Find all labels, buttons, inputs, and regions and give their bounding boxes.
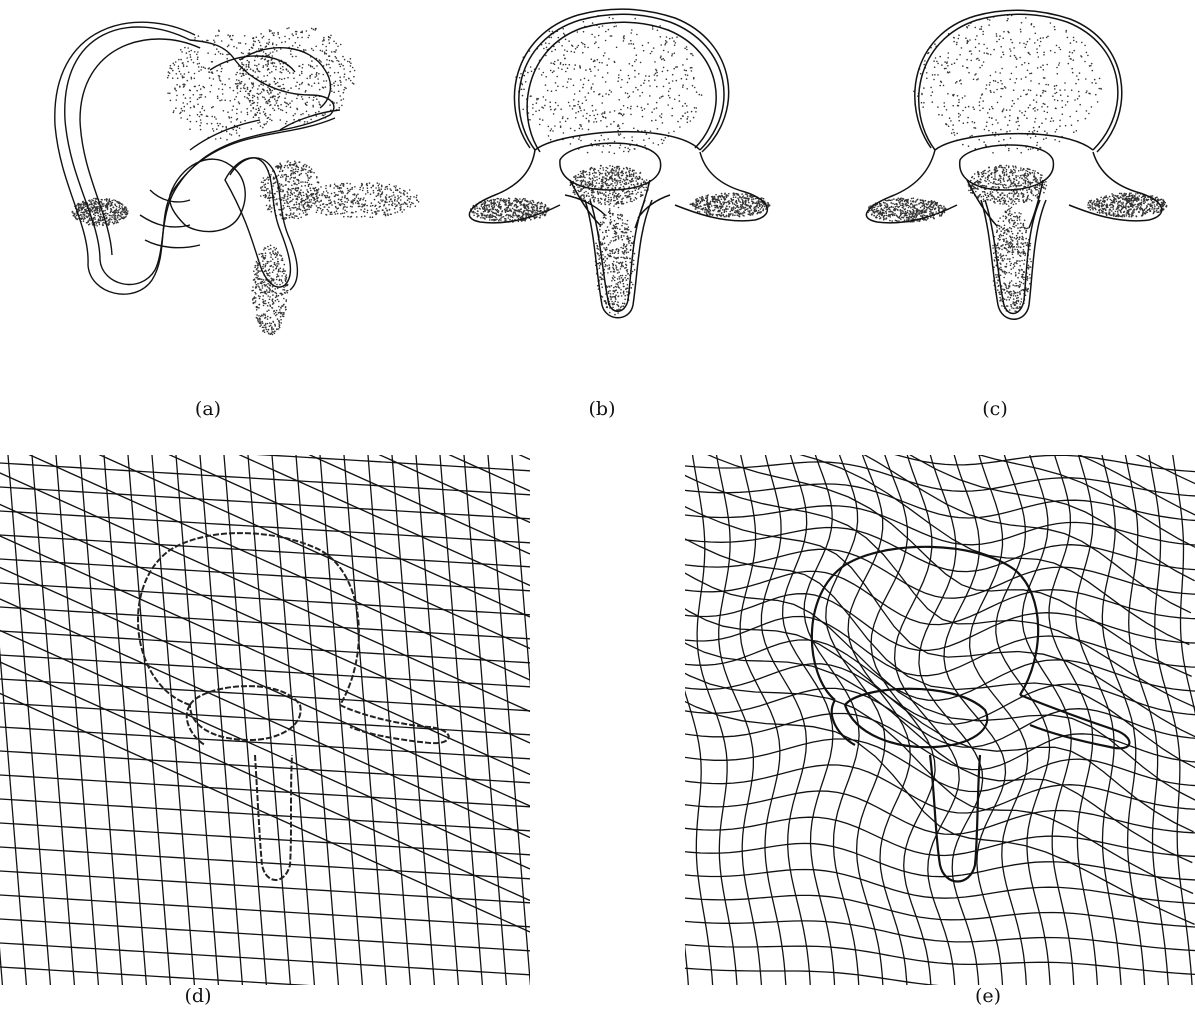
caption-c: (c) xyxy=(965,398,1025,420)
caption-e: (e) xyxy=(958,985,1018,1007)
panel-c-drawing xyxy=(835,0,1175,345)
panel-b-point-cloud xyxy=(470,15,770,315)
caption-d: (d) xyxy=(168,985,228,1007)
panel-e-drawing xyxy=(685,455,1195,985)
panel-d-drawing xyxy=(0,455,530,985)
panel-d-grid-initial xyxy=(0,455,530,985)
panel-a-drawing xyxy=(40,0,420,345)
panel-c-contours xyxy=(866,10,1161,319)
panel-e-vertebra-outline xyxy=(812,547,1130,882)
panel-a-contours xyxy=(55,22,340,294)
panel-b-contours xyxy=(469,9,767,317)
panel-c-vertebra-registered xyxy=(835,0,1175,345)
caption-a: (a) xyxy=(178,398,238,420)
panel-b-drawing xyxy=(440,0,780,345)
panel-e-grid-deformed xyxy=(685,455,1195,985)
panel-c-point-cloud xyxy=(867,15,1167,313)
panel-a-point-cloud xyxy=(71,27,419,335)
caption-b: (b) xyxy=(572,398,632,420)
panel-a-vertebra-misaligned xyxy=(40,0,420,345)
panel-b-vertebra-aligned xyxy=(440,0,780,345)
panel-e-grid-lines xyxy=(685,455,1195,985)
